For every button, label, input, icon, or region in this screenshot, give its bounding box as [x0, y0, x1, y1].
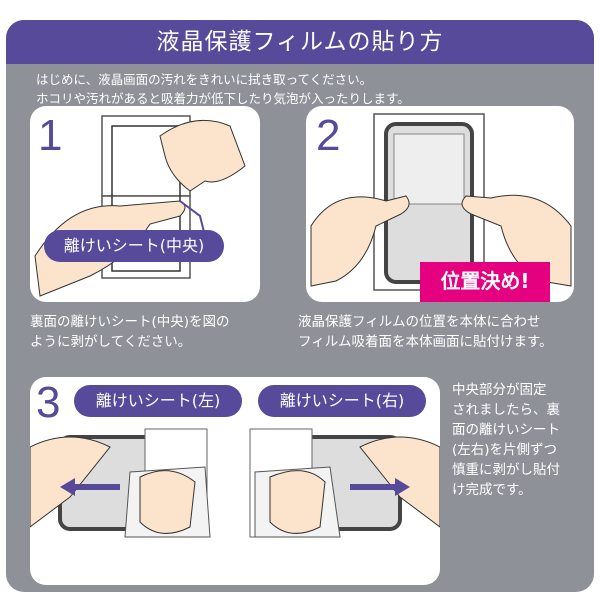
step-3-illustration	[30, 428, 440, 538]
desc-line: 面の離けいシート	[452, 422, 560, 438]
step-1-card: 1 離けいシート(中央)	[30, 106, 260, 302]
step-3-description: 中央部分が固定 されましたら、裏 面の離けいシート (左右)を片側ずつ 慎重に剥…	[452, 380, 560, 500]
step-2-description: 液晶保護フィルムの位置を本体に合わせ フィルム吸着面を本体画面に貼付けます。	[298, 312, 553, 352]
release-sheet-left-label: 離けいシート(左)	[74, 385, 242, 417]
desc-line: け完成です。	[452, 482, 532, 498]
desc-line: されましたら、裏	[452, 402, 560, 418]
desc-line: (左右)を片側ずつ	[452, 442, 558, 458]
step-number: 1	[38, 111, 63, 160]
intro-line: はじめに、液晶画面の汚れをきれいに拭き取ってください。	[36, 72, 373, 87]
desc-line: フィルム吸着面を本体画面に貼付けます。	[298, 334, 553, 350]
release-sheet-right-label: 離けいシート(右)	[258, 385, 426, 417]
desc-line: 液晶保護フィルムの位置を本体に合わせ	[298, 314, 541, 330]
step-1-illustration	[34, 115, 246, 297]
page-title: 液晶保護フィルムの貼り方	[6, 20, 594, 64]
intro-text: はじめに、液晶画面の汚れをきれいに拭き取ってください。 ホコリや汚れがあると吸着…	[36, 70, 410, 108]
desc-line: 裏面の離けいシート(中央)を図の	[30, 314, 230, 330]
step-number: 2	[316, 111, 341, 160]
desc-line: ように剥がしてください。	[30, 334, 192, 350]
desc-line: 慎重に剥がし貼付	[452, 462, 560, 478]
positioning-badge: 位置決め!	[420, 262, 550, 302]
step-2-illustration	[310, 113, 572, 291]
release-sheet-center-label: 離けいシート(中央)	[44, 230, 224, 262]
step-1-description: 裏面の離けいシート(中央)を図の ように剥がしてください。	[30, 312, 230, 352]
desc-line: 中央部分が固定	[452, 382, 547, 398]
step-number: 3	[36, 378, 61, 427]
step-3-card: 3 離けいシート(左) 離けいシート(右)	[30, 377, 440, 585]
intro-line: ホコリや汚れがあると吸着力が低下したり気泡が入ったりします。	[36, 91, 410, 106]
step-2-card: 2 位置決め!	[306, 106, 574, 302]
